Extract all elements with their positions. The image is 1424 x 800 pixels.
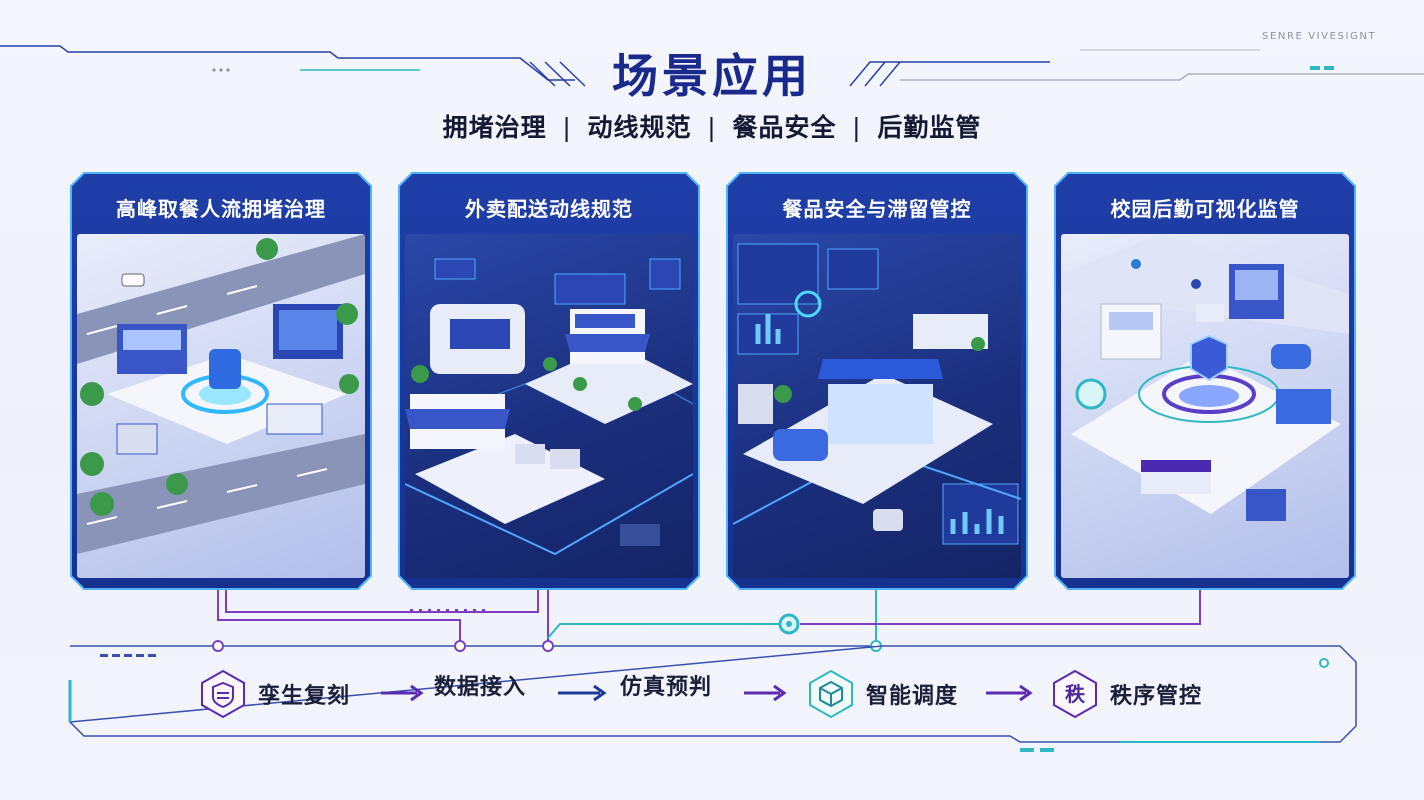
subtitle-item: 后勤监管 bbox=[877, 113, 982, 142]
order-seal-icon: 秩 bbox=[1052, 669, 1098, 719]
campus-logistics-scene bbox=[1061, 234, 1349, 578]
flow-step-label: 仿真预判 bbox=[620, 675, 713, 700]
traffic-hub-scene bbox=[77, 234, 365, 578]
right-arrow-icon bbox=[744, 684, 787, 702]
scenario-card-campus-logistics[interactable]: 校园后勤可视化监管 bbox=[1054, 172, 1356, 590]
subtitle-item: 拥堵治理 bbox=[442, 113, 547, 142]
card-title: 高峰取餐人流拥堵治理 bbox=[116, 197, 326, 221]
watermark-text: SENRE VIVESIGNT bbox=[1262, 31, 1377, 42]
flow-step-dispatch: 智能调度 bbox=[808, 669, 958, 719]
page-subtitle: 拥堵治理 | 动线规范 | 餐品安全 | 后勤监管 bbox=[0, 108, 1424, 144]
card-title: 校园后勤可视化监管 bbox=[1110, 197, 1300, 221]
scenario-card-delivery[interactable]: 外卖配送动线规范 bbox=[398, 172, 700, 590]
subtitle-separator: | bbox=[562, 113, 572, 142]
card-title: 外卖配送动线规范 bbox=[465, 197, 633, 221]
right-arrow-icon bbox=[381, 684, 424, 702]
subtitle-item: 餐品安全 bbox=[732, 113, 837, 142]
flow-step-label: 孪生复刻 bbox=[258, 684, 351, 709]
flow-step-order: 秩 秩序管控 bbox=[1052, 669, 1202, 719]
subtitle-separator: | bbox=[852, 113, 862, 142]
page-title: 场景应用 bbox=[612, 49, 812, 103]
flow-step-label: 秩序管控 bbox=[1110, 684, 1203, 709]
order-seal-glyph: 秩 bbox=[1065, 682, 1085, 706]
card-title: 餐品安全与滞留管控 bbox=[782, 197, 972, 221]
dispatch-cube-icon bbox=[808, 669, 854, 719]
right-arrow-icon bbox=[558, 684, 607, 702]
flow-step-twin: 孪生复刻 bbox=[200, 669, 350, 719]
right-arrow-icon bbox=[986, 684, 1033, 702]
scenario-card-food-safety[interactable]: 餐品安全与滞留管控 bbox=[726, 172, 1028, 590]
food-safety-scene bbox=[733, 234, 1021, 578]
delivery-stores-scene bbox=[405, 234, 693, 578]
subtitle-separator: | bbox=[707, 113, 717, 142]
flow-step-simulate: 仿真预判 bbox=[620, 669, 712, 701]
twin-shield-icon bbox=[200, 669, 246, 719]
flow-step-label: 数据接入 bbox=[434, 675, 527, 700]
flow-step-label: 智能调度 bbox=[866, 684, 959, 709]
flow-step-data: 数据接入 bbox=[434, 669, 526, 701]
scenario-card-congestion[interactable]: 高峰取餐人流拥堵治理 bbox=[70, 172, 372, 590]
subtitle-item: 动线规范 bbox=[587, 113, 692, 142]
